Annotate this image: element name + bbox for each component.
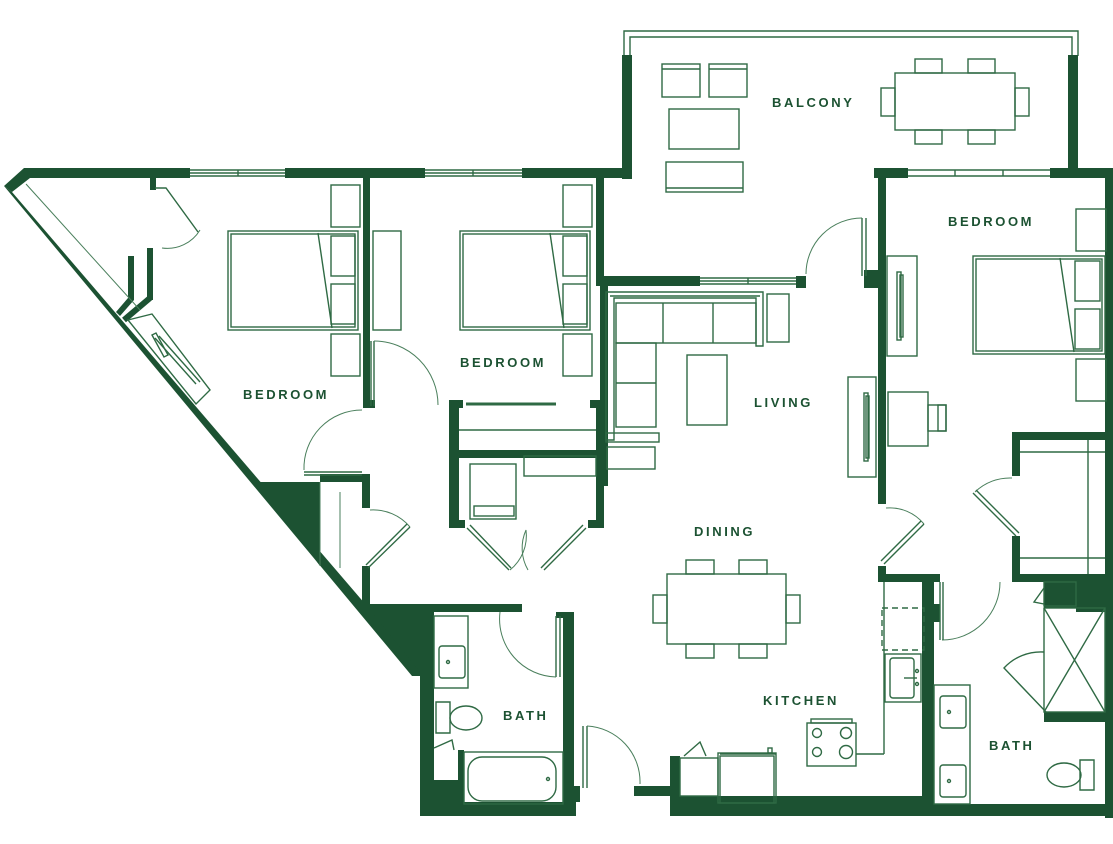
dining-furniture — [652, 559, 801, 659]
room-label-bath-1: BATH — [503, 708, 549, 723]
room-label-bedroom-3: BEDROOM — [948, 214, 1035, 229]
room-label-kitchen: KITCHEN — [763, 693, 839, 708]
room-label-dining: DINING — [694, 524, 756, 539]
windows — [190, 169, 1050, 285]
bath-1-fixtures — [433, 611, 564, 805]
walls — [4, 55, 1113, 818]
kitchen-furniture — [582, 582, 925, 804]
balcony-furniture — [661, 58, 1030, 193]
room-label-bedroom-1: BEDROOM — [243, 387, 330, 402]
room-label-living: LIVING — [754, 395, 813, 410]
bedroom-2-furniture — [370, 184, 596, 431]
bath-2-fixtures — [933, 581, 1106, 805]
room-label-bath-2: BATH — [989, 738, 1035, 753]
room-label-balcony: BALCONY — [772, 95, 855, 110]
room-label-bedroom-2: BEDROOM — [460, 355, 547, 370]
bedroom-1-furniture — [25, 183, 361, 406]
balcony-railing — [623, 30, 1079, 56]
hall-doors — [303, 409, 597, 571]
bedroom-3-furniture — [880, 208, 1107, 574]
living-furniture — [605, 217, 877, 478]
